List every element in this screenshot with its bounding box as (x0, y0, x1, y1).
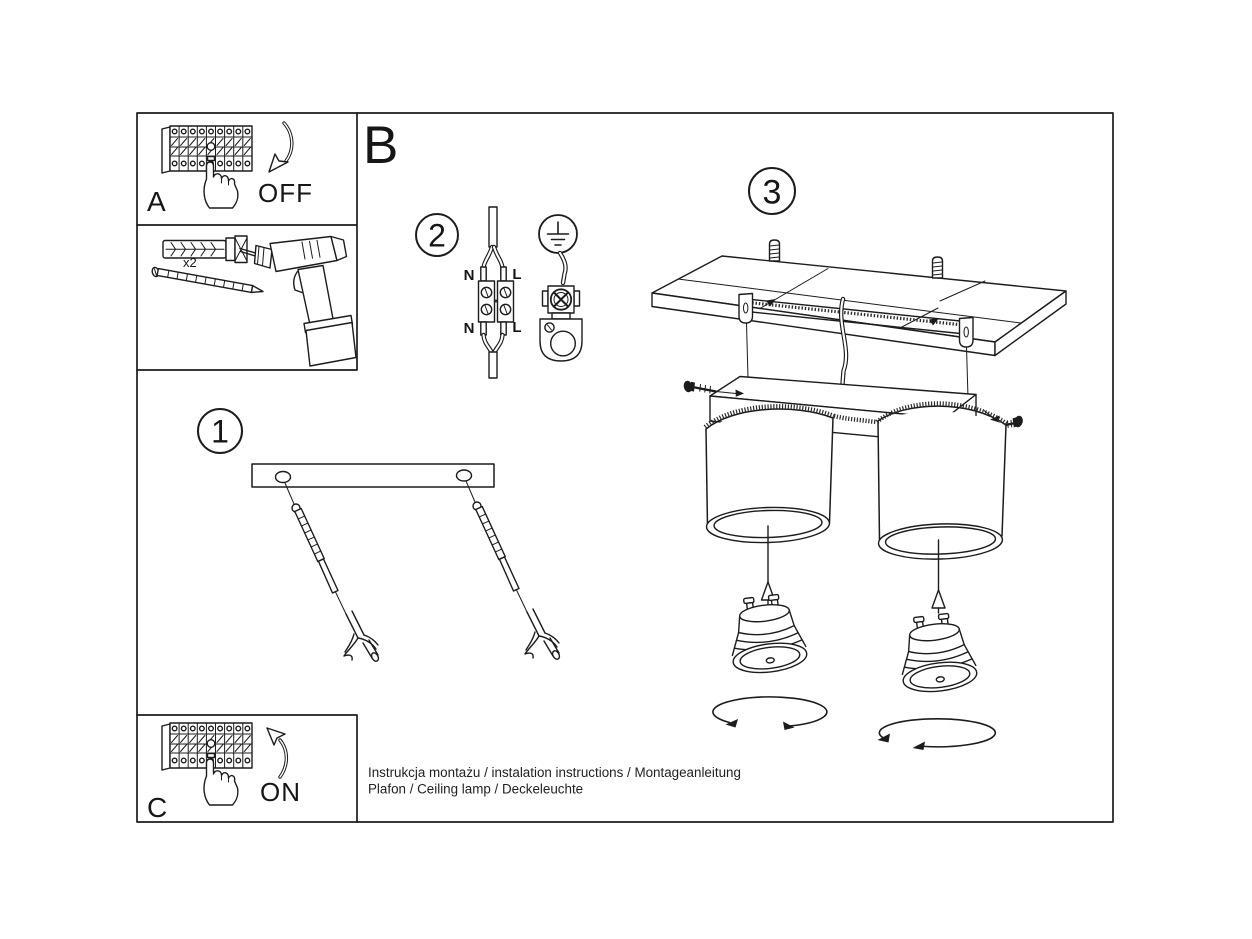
screw-icon (151, 266, 264, 294)
tools-panel: x2 (151, 235, 357, 367)
panel-c-breaker-on: C ON (147, 722, 301, 823)
footer-line-1: Instrukcja montażu / instalation instruc… (368, 765, 741, 780)
switch-on-label: ON (260, 777, 301, 807)
step-1-mounting: 1 (197, 408, 562, 664)
step-2-wiring: 2 N L N L (415, 206, 583, 379)
wire-label-n-top: N (464, 267, 475, 284)
bar-hole-left (274, 470, 292, 484)
arrow-down-head (268, 153, 289, 173)
base-rim-hatch-mid (833, 413, 878, 425)
step-1-badge (197, 408, 243, 454)
earth-terminal-icon (539, 285, 583, 362)
shade-rim-hatch-left (703, 404, 835, 429)
step-3-number: 3 (763, 174, 782, 212)
step-1-number: 1 (211, 414, 229, 450)
switch-off-label: OFF (258, 178, 313, 208)
panel-a-breaker-off: A OFF (147, 121, 313, 217)
insert-arrow-right (931, 539, 946, 614)
mounting-screw-up-left (768, 239, 781, 262)
arrow-up-head (266, 727, 286, 746)
panel-a-label: A (147, 186, 166, 217)
step-3-assembly: 3 (651, 167, 1067, 750)
lamp-shade-left (705, 408, 834, 535)
wire-label-l-bottom: L (512, 319, 521, 336)
rotate-arrow-right (877, 718, 997, 750)
footer-line-2: Plafon / Ceiling lamp / Deckeleuchte (368, 782, 583, 797)
drill-icon (239, 235, 357, 367)
mounting-screw-up-right (931, 256, 944, 279)
rotate-arrow-left (712, 696, 828, 730)
wall-plug-icon (162, 235, 248, 264)
panel-c-label: C (147, 792, 167, 823)
step-2-number: 2 (428, 218, 446, 254)
footer: Instrukcja montażu / instalation instruc… (368, 765, 741, 797)
dowel-quantity-label: x2 (183, 255, 197, 270)
step-3-badge (748, 167, 796, 215)
shade-rim-hatch-right (875, 401, 1009, 426)
mounting-bar (251, 463, 495, 488)
section-b-label: B (363, 116, 398, 175)
supply-cable (488, 206, 498, 248)
bar-hole-right (455, 469, 473, 482)
side-screw-left (683, 380, 744, 397)
earth-symbol-icon (538, 214, 578, 254)
lamp-cable (488, 351, 498, 379)
mounting-bracket (738, 292, 974, 348)
step-2-badge (415, 213, 459, 257)
wire-label-n-bottom: N (464, 320, 475, 337)
wire-label-l-top: L (512, 266, 521, 283)
